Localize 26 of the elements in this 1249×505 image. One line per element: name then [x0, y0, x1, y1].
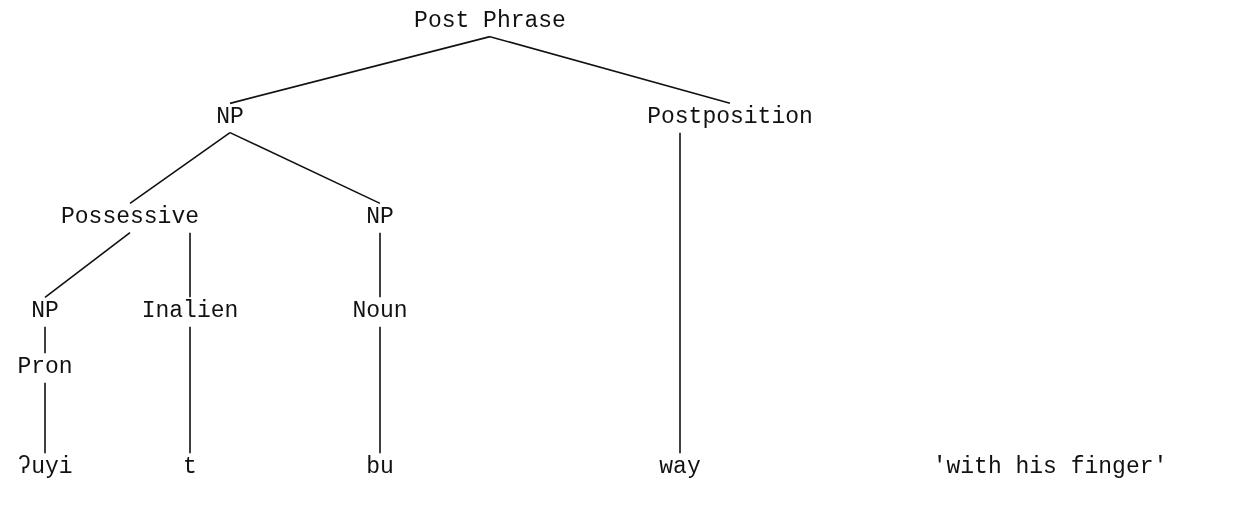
tree-label: Post Phrase	[412, 9, 568, 35]
tree-label: Noun	[350, 299, 410, 325]
tree-branch	[44, 231, 131, 299]
tree-branch	[229, 35, 491, 105]
gloss-text: 'with his finger'	[931, 455, 1169, 481]
tree-branch	[44, 325, 46, 355]
tree-branch	[229, 131, 381, 205]
tree-branch	[189, 231, 191, 299]
tree-branch	[189, 325, 191, 455]
tree-branch	[129, 131, 231, 205]
tree-branch	[489, 35, 731, 105]
tree-branch	[679, 131, 681, 455]
tree-label: ʔuyi	[15, 455, 75, 481]
tree-label: NP	[214, 105, 246, 131]
tree-label: bu	[364, 455, 396, 481]
tree-label: Possessive	[59, 205, 201, 231]
tree-branch	[44, 381, 46, 455]
tree-label: Inalien	[139, 299, 241, 325]
tree-label: Postposition	[645, 105, 815, 131]
tree-branch	[379, 231, 381, 299]
tree-label: NP	[364, 205, 396, 231]
tree-branch	[379, 325, 381, 455]
tree-label: Pron	[15, 355, 75, 381]
tree-label: NP	[29, 299, 61, 325]
tree-label: way	[657, 455, 703, 481]
tree-label: t	[181, 455, 199, 481]
